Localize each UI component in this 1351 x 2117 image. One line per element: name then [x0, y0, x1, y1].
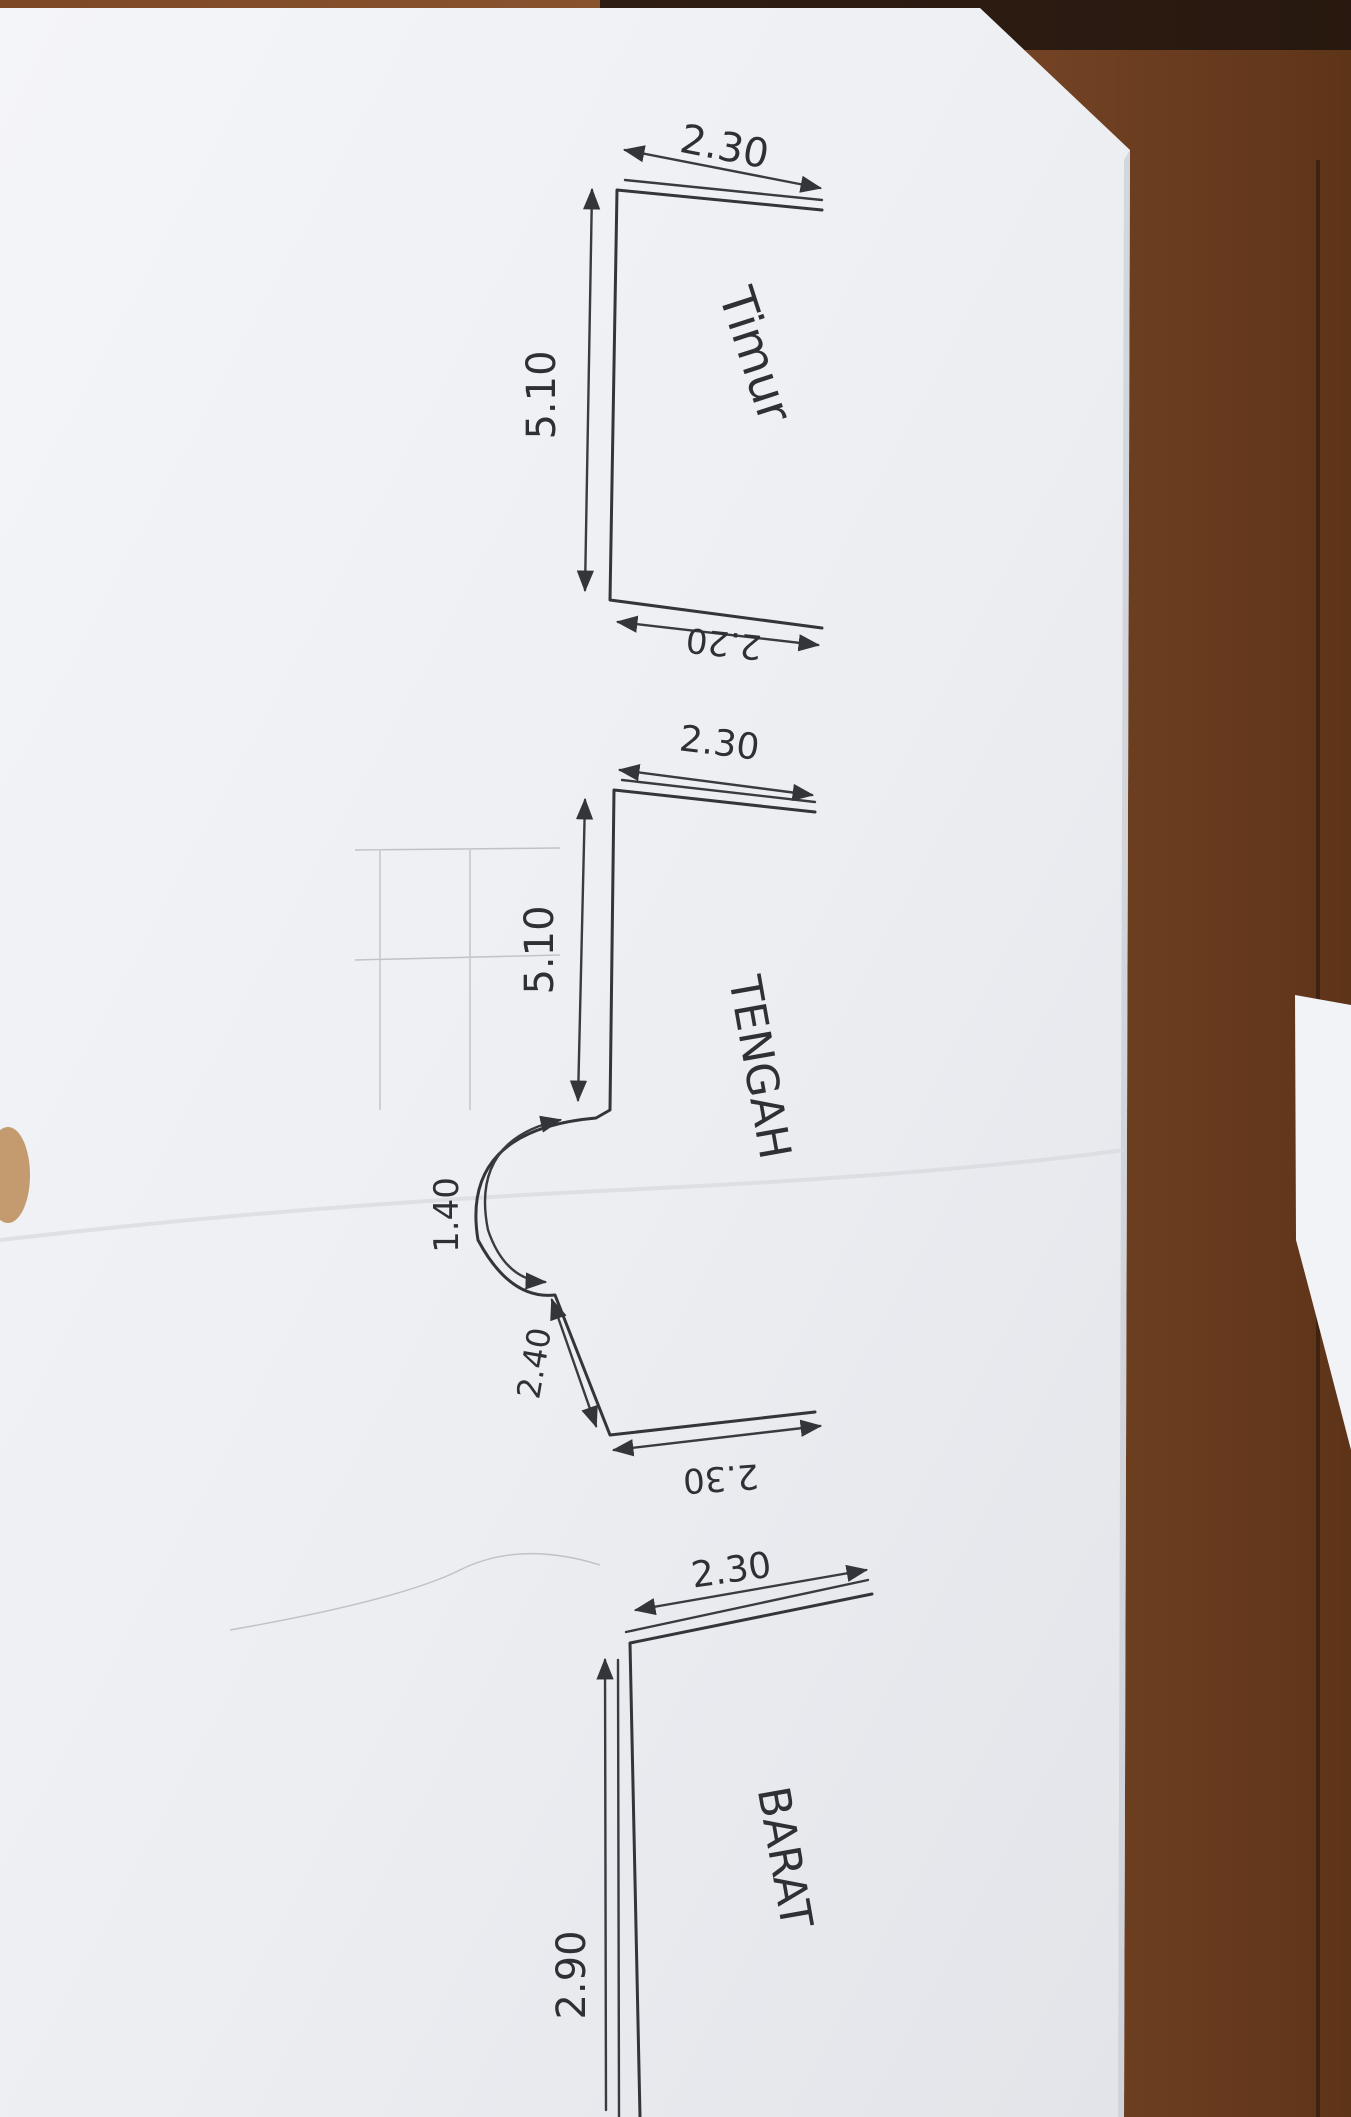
tengah-arc-label: 1.40: [427, 1177, 467, 1253]
timur-length-dimension: [576, 187, 601, 593]
barat-length-dimension: [596, 1657, 614, 2112]
tengah-side-dimension: [550, 1297, 598, 1429]
barat-length-label: 2.90: [549, 1930, 595, 2019]
paper-shadow-edge: [1118, 150, 1130, 2117]
second-paper-sheet: [1295, 995, 1351, 1450]
barat-inner-line: [616, 1658, 621, 2117]
tengah-bottom-width-label: 2.30: [682, 1455, 760, 1500]
barat-top-width-dimension: [633, 1564, 869, 1616]
timur-bottom-width-dimension: [615, 615, 821, 652]
tengah-top-width-label: 2.30: [677, 718, 762, 768]
faint-grid-mark: [354, 847, 561, 1110]
finger: [0, 1127, 30, 1223]
tengah-outline: [474, 788, 817, 1437]
faint-pencil-line: [229, 1552, 601, 1631]
tengah-arc-dimension: [483, 1115, 563, 1290]
tengah-length-label: 5.10: [517, 905, 563, 994]
timur-length-label: 5.10: [519, 350, 565, 439]
tengah-top-width-dimension: [617, 763, 815, 802]
paper-sheet: [0, 8, 1130, 2117]
timur-bottom-width-label: 2.20: [684, 619, 763, 667]
paper-crease: [0, 1148, 1125, 1242]
timur-top-width-dimension: [622, 145, 823, 193]
timur-outline: [608, 188, 824, 630]
tengah-bottom-width-dimension: [611, 1419, 823, 1457]
tengah-length-dimension: [569, 797, 594, 1103]
